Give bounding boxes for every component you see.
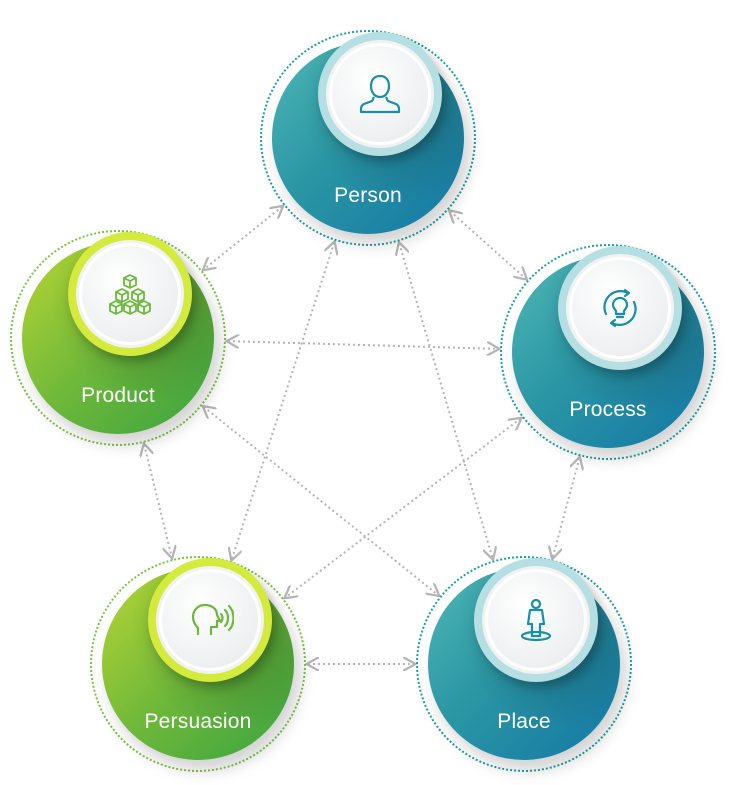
node-label-process: Process (569, 398, 647, 421)
connector-process-persuasion (286, 419, 521, 598)
connector-person-product (204, 207, 282, 270)
node-persuasion: Persuasion (90, 556, 306, 772)
person-icon (356, 70, 404, 118)
node-person: Person (260, 30, 476, 246)
icon-badge (68, 232, 192, 356)
lightbulb-cycle-icon (596, 284, 644, 332)
stacked-boxes-icon (106, 270, 154, 318)
icon-badge (558, 246, 682, 370)
node-product: Product (10, 230, 226, 446)
node-label-person: Person (334, 184, 402, 207)
connector-product-persuasion (144, 445, 172, 557)
dotted-ring (10, 230, 226, 446)
node-process: Process (500, 244, 716, 460)
connector-process-place (553, 458, 580, 558)
person-standing-on-spot-icon (512, 596, 560, 644)
connector-product-process (228, 341, 498, 349)
icon-badge (318, 32, 442, 156)
dotted-ring (500, 244, 716, 460)
connector-person-place (399, 244, 492, 559)
dotted-ring (90, 556, 306, 772)
dotted-ring (416, 556, 632, 772)
icon-badge (148, 558, 272, 682)
dotted-ring (260, 30, 476, 246)
node-place: Place (416, 556, 632, 772)
node-label-persuasion: Persuasion (144, 710, 252, 733)
node-label-place: Place (497, 710, 551, 733)
node-label-product: Product (81, 384, 155, 407)
speaking-head-icon (186, 596, 234, 644)
icon-badge (474, 558, 598, 682)
connector-person-persuasion (232, 243, 334, 560)
